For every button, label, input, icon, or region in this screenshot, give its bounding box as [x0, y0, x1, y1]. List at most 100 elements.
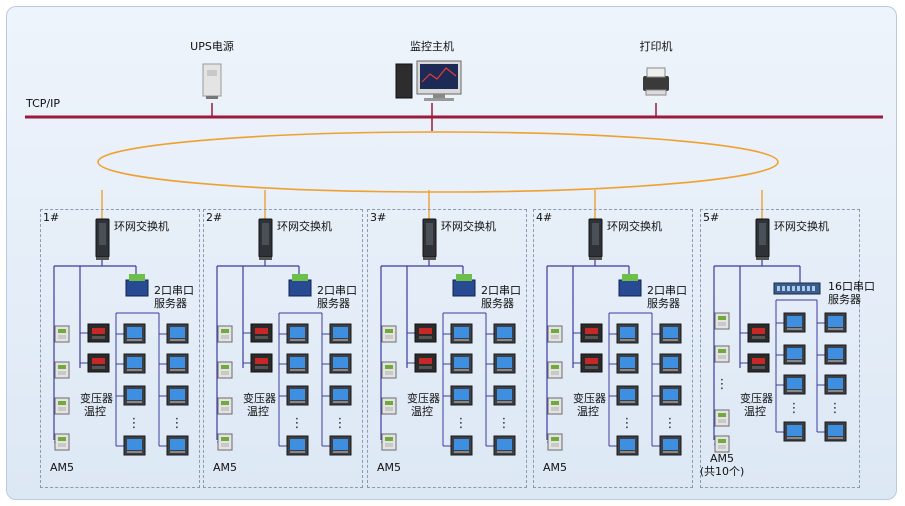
serial-server-label: 服务器 — [154, 297, 187, 310]
temp-controller-label: 变压器 — [243, 392, 276, 405]
power-meter-icon — [450, 323, 473, 344]
switch-label: 环网交换机 — [774, 220, 829, 233]
serial-server-icon — [618, 274, 642, 297]
temp-controller-label: 温控 — [744, 405, 766, 418]
power-meter-icon — [450, 353, 473, 374]
am5-device-icon — [714, 345, 730, 363]
ellipsis-mark: ⋮ — [498, 416, 511, 431]
ring-switch-icon — [755, 218, 770, 260]
power-meter-icon — [166, 385, 189, 406]
power-meter-icon — [123, 385, 146, 406]
switch-label: 环网交换机 — [607, 220, 662, 233]
serial-server-label: 16口串口 — [828, 280, 875, 293]
host-label: 监控主机 — [410, 40, 454, 53]
am5-device-icon — [547, 361, 563, 379]
ellipsis-mark: ⋮ — [334, 416, 347, 431]
switch-label: 环网交换机 — [114, 220, 169, 233]
section-number: 2# — [206, 211, 223, 224]
printer-label: 打印机 — [639, 40, 673, 53]
tcpip-label: TCP/IP — [26, 97, 60, 110]
serial-server-label: 2口串口 — [647, 284, 687, 297]
temp-controller-icon — [250, 323, 273, 343]
ellipsis-mark: ⋮ — [171, 416, 184, 431]
power-meter-icon — [783, 312, 806, 333]
power-meter-icon — [616, 385, 639, 406]
am5-device-icon — [714, 409, 730, 427]
temp-controller-icon — [414, 323, 437, 343]
am5-device-icon — [381, 397, 397, 415]
am5-label: AM5 — [709, 452, 735, 465]
serial-server-label: 服务器 — [828, 293, 861, 306]
power-meter-icon — [286, 385, 309, 406]
am5-device-icon — [381, 433, 397, 451]
ellipsis-mark: ⋮ — [716, 377, 729, 392]
am5-device-icon — [381, 325, 397, 343]
serial-server-label: 服务器 — [647, 297, 680, 310]
power-meter-icon — [123, 353, 146, 374]
am5-device-icon — [217, 361, 233, 379]
ups-label: UPS电源 — [190, 40, 234, 53]
power-meter-icon — [783, 374, 806, 395]
am5-device-icon — [54, 433, 70, 451]
ring-switch-icon — [422, 218, 437, 260]
temp-controller-icon — [747, 323, 770, 343]
power-meter-icon — [166, 435, 189, 456]
power-meter-icon — [824, 312, 847, 333]
power-meter-icon — [123, 323, 146, 344]
am5-device-icon — [714, 312, 730, 330]
ring-switch-icon — [95, 218, 110, 260]
serial-server-icon — [773, 282, 821, 295]
serial-server-label: 服务器 — [481, 297, 514, 310]
ellipsis-mark: ⋮ — [621, 416, 634, 431]
power-meter-icon — [166, 353, 189, 374]
section-box — [367, 209, 527, 488]
serial-server-icon — [288, 274, 312, 297]
temp-controller-icon — [250, 353, 273, 373]
ring-switch-icon — [258, 218, 273, 260]
serial-server-icon — [125, 274, 149, 297]
power-meter-icon — [783, 421, 806, 442]
power-meter-icon — [824, 374, 847, 395]
power-meter-icon — [493, 385, 516, 406]
power-meter-icon — [783, 344, 806, 365]
power-meter-icon — [286, 353, 309, 374]
ring-network — [97, 131, 779, 193]
power-meter-icon — [329, 353, 352, 374]
am5-device-icon — [547, 325, 563, 343]
temp-controller-icon — [747, 353, 770, 373]
am5-label: AM5 — [49, 461, 75, 474]
power-meter-icon — [329, 435, 352, 456]
ellipsis-mark: ⋮ — [664, 416, 677, 431]
power-meter-icon — [329, 385, 352, 406]
ellipsis-mark: ⋮ — [829, 401, 842, 416]
power-meter-icon — [493, 353, 516, 374]
temp-controller-label: 温控 — [84, 405, 106, 418]
power-meter-icon — [659, 323, 682, 344]
power-meter-icon — [450, 435, 473, 456]
temp-controller-icon — [87, 353, 110, 373]
power-meter-icon — [166, 323, 189, 344]
ellipsis-mark: ⋮ — [128, 416, 141, 431]
switch-label: 环网交换机 — [277, 220, 332, 233]
temp-controller-label: 温控 — [411, 405, 433, 418]
serial-server-label: 服务器 — [317, 297, 350, 310]
am5-device-icon — [54, 361, 70, 379]
temp-controller-label: 变压器 — [740, 392, 773, 405]
power-meter-icon — [659, 385, 682, 406]
ring-switch-icon — [588, 218, 603, 260]
am5-label: AM5 — [542, 461, 568, 474]
am5-count-note: (共10个) — [699, 465, 745, 478]
am5-device-icon — [547, 433, 563, 451]
serial-server-icon — [452, 274, 476, 297]
am5-label: AM5 — [376, 461, 402, 474]
temp-controller-icon — [580, 323, 603, 343]
section-box — [203, 209, 363, 488]
section-box — [700, 209, 860, 488]
am5-label: AM5 — [212, 461, 238, 474]
power-meter-icon — [123, 435, 146, 456]
serial-server-label: 2口串口 — [154, 284, 194, 297]
am5-device-icon — [714, 435, 730, 453]
power-meter-icon — [286, 323, 309, 344]
power-meter-icon — [493, 435, 516, 456]
